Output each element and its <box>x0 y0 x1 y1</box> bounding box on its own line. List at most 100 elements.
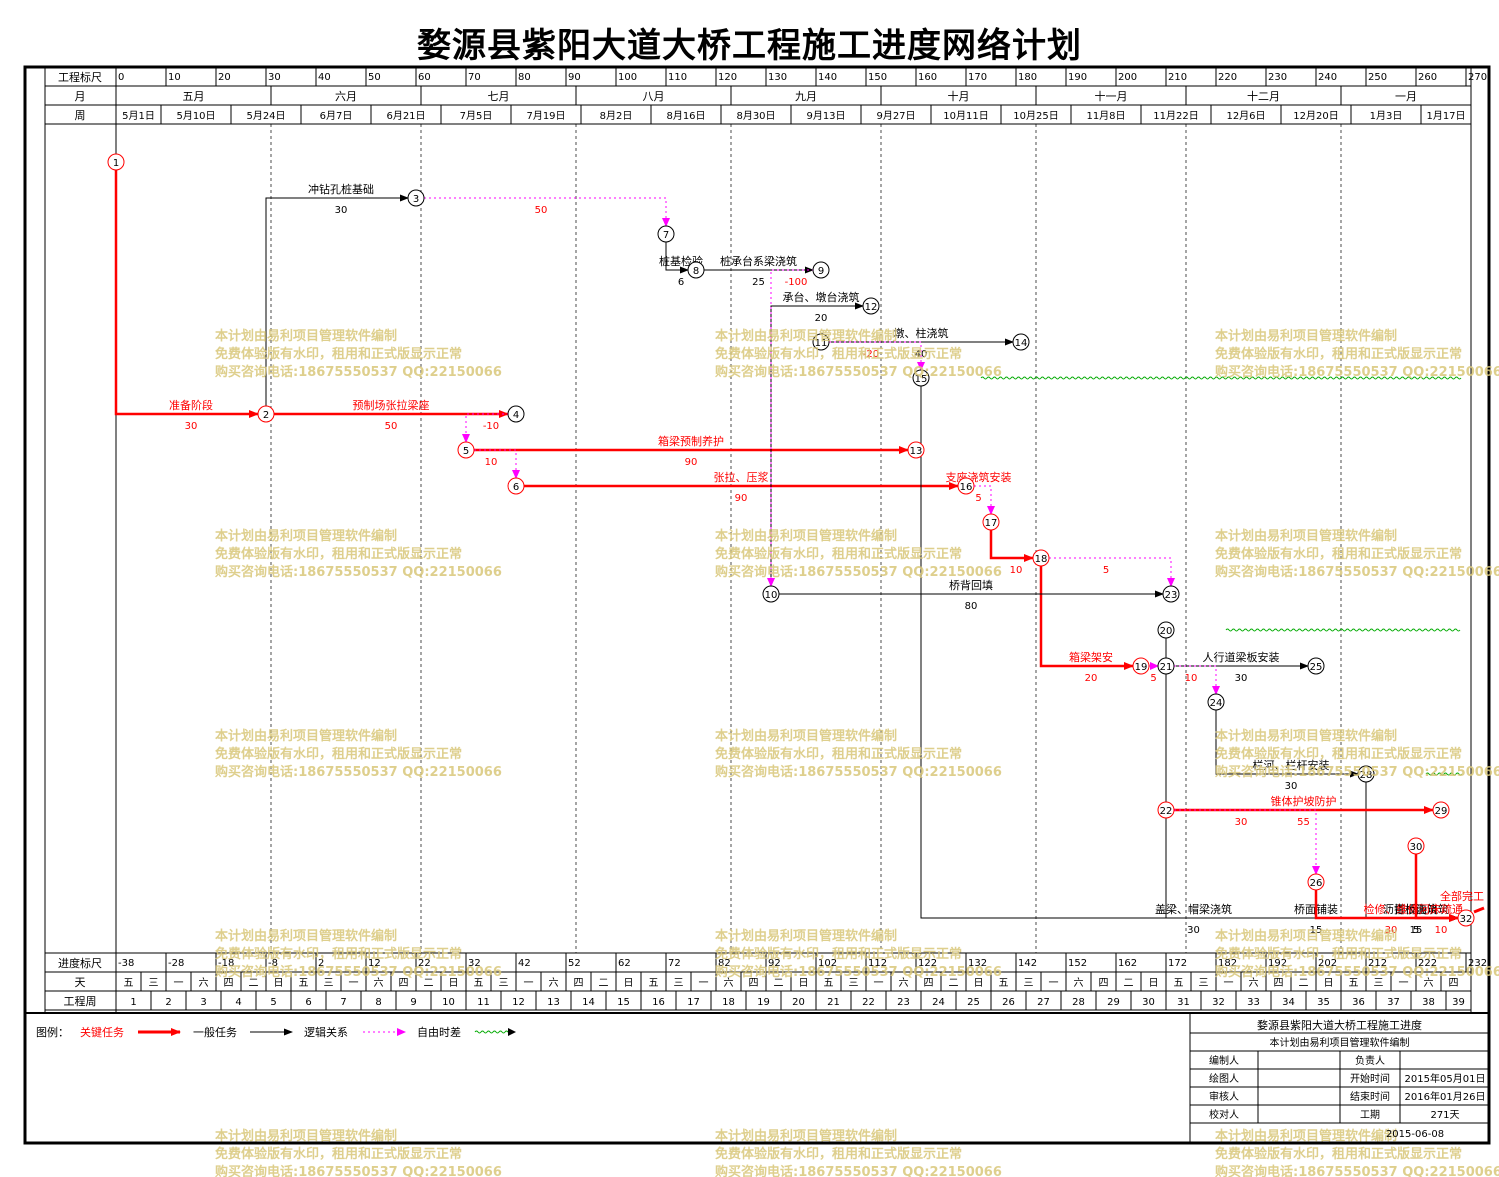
scale-tick: 260 <box>1418 72 1437 83</box>
watermark-line1: 本计划由易利项目管理软件编制 <box>1215 728 1397 744</box>
week-cell: 8月30日 <box>736 110 775 122</box>
workweek-label: 工程周 <box>64 995 97 1008</box>
progress-tick: 152 <box>1068 958 1087 969</box>
task-11-15: -20 <box>829 341 925 371</box>
scale-tick: 210 <box>1168 72 1187 83</box>
watermark-line1: 本计划由易利项目管理软件编制 <box>715 328 897 344</box>
workweek-cell: 12 <box>512 997 525 1008</box>
workweek-cell: 27 <box>1037 997 1050 1008</box>
progress-tick: 192 <box>1268 958 1287 969</box>
legend-logic-label: 逻辑关系 <box>304 1025 348 1039</box>
watermark-line2: 免费体验版有水印，租用和正式版显示正常 <box>215 346 462 362</box>
scale-tick: 60 <box>418 72 431 83</box>
month-cell: 一月 <box>1395 90 1417 103</box>
watermark-line1: 本计划由易利项目管理软件编制 <box>1215 1128 1397 1144</box>
node-circle <box>762 585 780 603</box>
node-1: 1 <box>107 153 125 171</box>
legend-label: 图例： <box>36 1025 69 1039</box>
task-name: 准备阶段 <box>169 398 213 412</box>
day-cell: 三 <box>1199 978 1209 989</box>
watermark: 本计划由易利项目管理软件编制免费体验版有水印，租用和正式版显示正常购买咨询电话:… <box>1215 528 1499 580</box>
day-cell: 一 <box>174 978 184 989</box>
task-duration: 90 <box>735 493 748 504</box>
info-key: 校对人 <box>1209 1108 1239 1121</box>
workweek-cell: 38 <box>1422 997 1435 1008</box>
node-id: 15 <box>915 374 928 385</box>
node-7: 7 <box>657 225 675 243</box>
node-circle <box>912 369 930 387</box>
month-cell: 九月 <box>795 90 817 103</box>
workweek-cell: 31 <box>1177 997 1190 1008</box>
task-name: 全部完工 <box>1440 889 1484 903</box>
workweek-cell: 22 <box>862 997 875 1008</box>
node-id: 30 <box>1410 842 1423 853</box>
node-id: 18 <box>1035 554 1048 565</box>
info-key: 绘图人 <box>1209 1072 1239 1085</box>
watermark: 本计划由易利项目管理软件编制免费体验版有水印，租用和正式版显示正常购买咨询电话:… <box>1215 928 1499 980</box>
day-cell: 四 <box>1274 978 1284 989</box>
workweek-cell: 37 <box>1387 997 1400 1008</box>
info-value: 271天 <box>1430 1110 1459 1121</box>
legend-normal-label: 一般任务 <box>193 1026 237 1039</box>
workweek-cell: 14 <box>582 997 595 1008</box>
node-circle <box>1432 801 1450 819</box>
node-circle <box>1457 909 1475 927</box>
progress-tick: 182 <box>1218 958 1237 969</box>
month-cell: 十二月 <box>1247 89 1280 103</box>
watermark-line2: 免费体验版有水印，租用和正式版显示正常 <box>215 1146 462 1162</box>
scale-tick: 240 <box>1318 72 1337 83</box>
watermark: 本计划由易利项目管理软件编制免费体验版有水印，租用和正式版显示正常购买咨询电话:… <box>215 328 502 380</box>
node-id: 29 <box>1435 806 1448 817</box>
node-circle <box>1307 657 1325 675</box>
task-arrow <box>989 530 1034 562</box>
progress-tick: 72 <box>668 958 681 969</box>
month-cell: 十一月 <box>1095 89 1128 103</box>
node-9: 9 <box>812 261 830 279</box>
node-28: 28 <box>1357 765 1375 783</box>
workweek-cell: 6 <box>305 997 311 1008</box>
task-arrow <box>665 242 689 274</box>
day-cell: 二 <box>1299 978 1309 989</box>
node-id: 4 <box>513 410 519 421</box>
watermark-line3: 购买咨询电话:18675550537 QQ:22150066 <box>215 1164 502 1177</box>
node-id: 6 <box>513 482 519 493</box>
month-cell: 八月 <box>643 90 665 103</box>
task-4-5: -10 <box>462 413 524 443</box>
task-duration: 20 <box>1085 673 1098 684</box>
workweek-cell: 4 <box>235 997 241 1008</box>
day-cell: 四 <box>749 978 759 989</box>
task-22-26: 30 <box>1174 809 1320 875</box>
node-id: 3 <box>413 194 419 205</box>
watermark-line3: 购买咨询电话:18675550537 QQ:22150066 <box>715 364 1002 380</box>
workweek-cell: 23 <box>897 997 910 1008</box>
workweek-cell: 13 <box>547 997 560 1008</box>
workweek-cell: 35 <box>1317 997 1330 1008</box>
week-cell: 6月21日 <box>386 110 425 122</box>
watermark-line2: 免费体验版有水印，租用和正式版显示正常 <box>215 546 462 562</box>
node-circle <box>1032 549 1050 567</box>
workweek-cell: 8 <box>375 997 381 1008</box>
watermark-line2: 免费体验版有水印，租用和正式版显示正常 <box>715 346 962 362</box>
task-duration: 30 <box>1285 781 1298 792</box>
scale-tick: 170 <box>968 72 987 83</box>
progress-tick: 222 <box>1418 958 1437 969</box>
workweek-cell: 10 <box>442 997 455 1008</box>
node-25: 25 <box>1307 657 1325 675</box>
watermark-line1: 本计划由易利项目管理软件编制 <box>1215 528 1397 544</box>
node-20: 20 <box>1157 621 1175 639</box>
workweek-cell: 5 <box>270 997 276 1008</box>
progress-tick: 202 <box>1318 958 1337 969</box>
task-arrow <box>1049 557 1175 587</box>
node-id: 23 <box>1165 590 1178 601</box>
watermark: 本计划由易利项目管理软件编制免费体验版有水印，租用和正式版显示正常购买咨询电话:… <box>715 528 1002 580</box>
scale-tick: 220 <box>1218 72 1237 83</box>
watermark: 本计划由易利项目管理软件编制免费体验版有水印，租用和正式版显示正常购买咨询电话:… <box>715 728 1002 780</box>
task-duration: 5 <box>975 493 981 504</box>
workweek-cell: 9 <box>410 997 416 1008</box>
task-arrow <box>920 386 1459 922</box>
progress-tick: 172 <box>1168 958 1187 969</box>
node-circle <box>1157 801 1175 819</box>
